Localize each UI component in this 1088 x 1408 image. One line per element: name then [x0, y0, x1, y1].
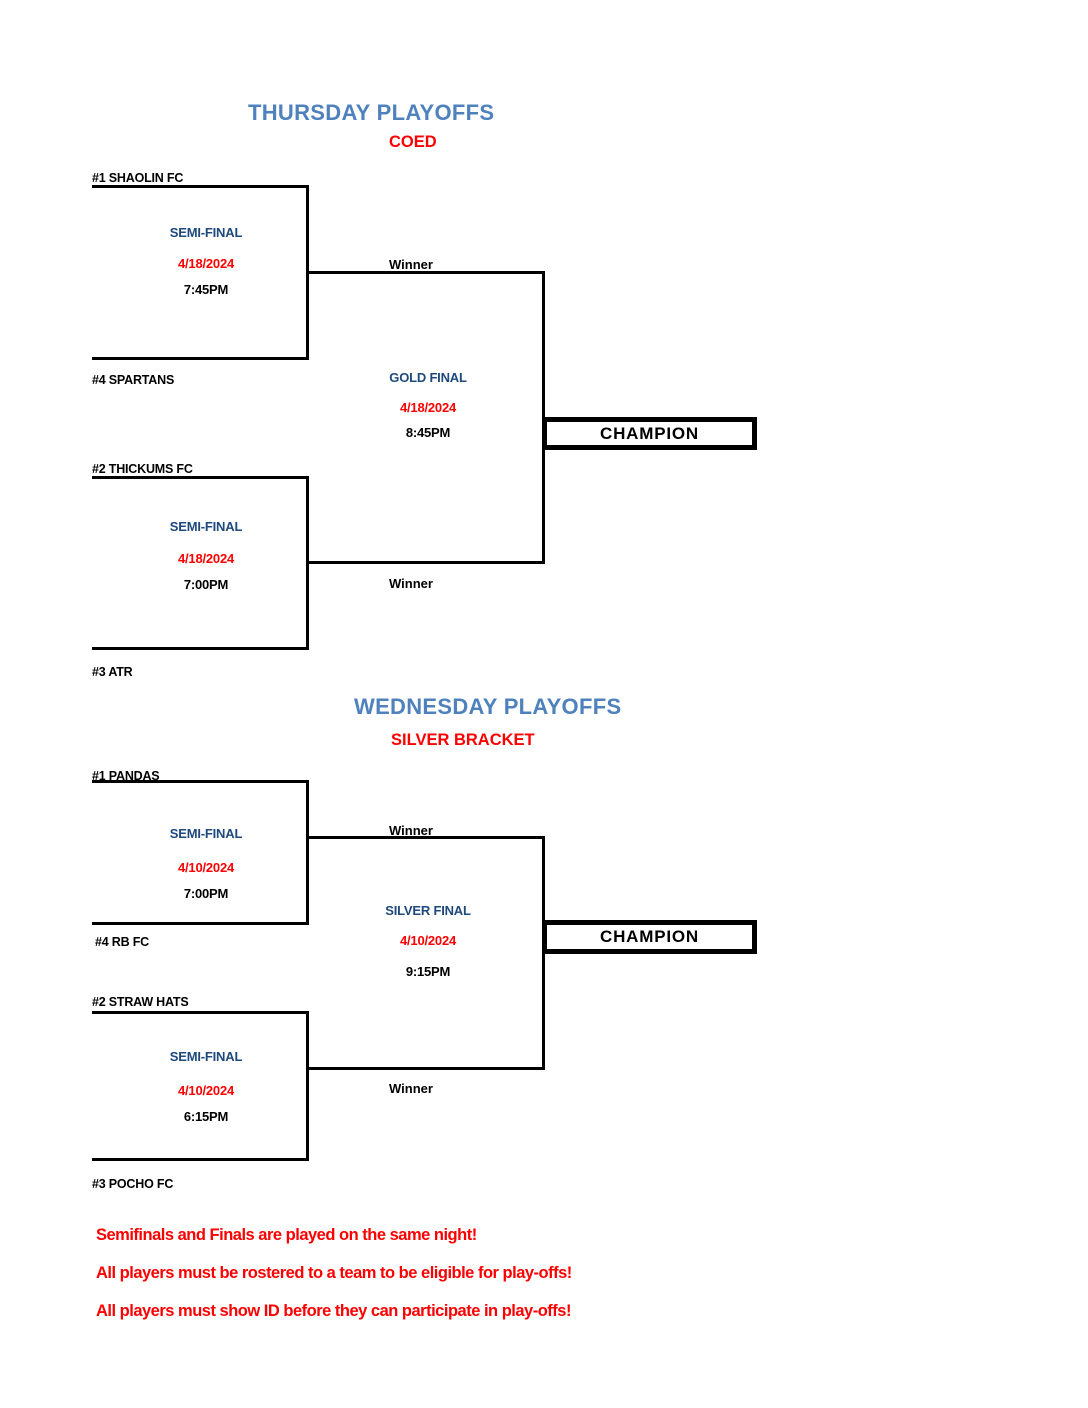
- winner-label: Winner: [389, 823, 433, 838]
- bracket-line: [306, 1067, 545, 1070]
- bracket-line: [92, 922, 309, 925]
- team-label-shaolin: #1 SHAOLIN FC: [92, 171, 184, 185]
- bracket-line: [92, 357, 309, 360]
- bracket-line: [92, 647, 309, 650]
- winner-label: Winner: [389, 257, 433, 272]
- final-date: 4/10/2024: [399, 933, 457, 948]
- team-label-thickums: #2 THICKUMS FC: [92, 462, 193, 476]
- final-time: 8:45PM: [405, 425, 451, 440]
- winner-label: Winner: [389, 576, 433, 591]
- footer-note-3: All players must show ID before they can…: [96, 1302, 571, 1320]
- thursday-division: COED: [389, 133, 437, 151]
- semifinal-time: 6:15PM: [183, 1109, 229, 1124]
- footer-note-1: Semifinals and Finals are played on the …: [96, 1226, 477, 1244]
- team-label-atr: #3 ATR: [92, 665, 133, 679]
- thursday-title: THURSDAY PLAYOFFS: [248, 100, 495, 125]
- semifinal-time: 7:45PM: [183, 282, 229, 297]
- bracket-line: [306, 780, 309, 925]
- champion-label: CHAMPION: [600, 927, 699, 946]
- wednesday-title: WEDNESDAY PLAYOFFS: [354, 694, 622, 719]
- bracket-line: [92, 476, 309, 479]
- final-label: SILVER FINAL: [385, 903, 471, 918]
- semifinal-date: 4/18/2024: [177, 551, 235, 566]
- bracket-line: [92, 1158, 309, 1161]
- bracket-line: [92, 780, 309, 783]
- champion-box: CHAMPION: [542, 920, 757, 954]
- semifinal-date: 4/18/2024: [177, 256, 235, 271]
- bracket-line: [92, 1011, 309, 1014]
- final-time: 9:15PM: [405, 964, 451, 979]
- team-label-pandas: #1 PANDAS: [92, 769, 160, 783]
- final-date: 4/18/2024: [399, 400, 457, 415]
- bracket-line: [92, 185, 309, 188]
- footer-note-2: All players must be rostered to a team t…: [96, 1264, 572, 1282]
- team-label-rbfc: #4 RB FC: [95, 935, 149, 949]
- bracket-line: [306, 1011, 309, 1161]
- team-label-strawhats: #2 STRAW HATS: [92, 995, 189, 1009]
- team-label-pocho: #3 POCHO FC: [92, 1177, 174, 1191]
- semifinal-time: 7:00PM: [183, 886, 229, 901]
- semifinal-label: SEMI-FINAL: [169, 826, 243, 841]
- semifinal-label: SEMI-FINAL: [169, 225, 243, 240]
- bracket-line: [306, 271, 545, 274]
- semifinal-date: 4/10/2024: [177, 860, 235, 875]
- semifinal-time: 7:00PM: [183, 577, 229, 592]
- bracket-line: [306, 836, 545, 839]
- winner-label: Winner: [389, 1081, 433, 1096]
- final-label: GOLD FINAL: [389, 370, 467, 385]
- bracket-line: [306, 561, 545, 564]
- wednesday-division: SILVER BRACKET: [391, 731, 535, 749]
- semifinal-label: SEMI-FINAL: [169, 519, 243, 534]
- champion-box: CHAMPION: [542, 417, 757, 450]
- semifinal-date: 4/10/2024: [177, 1083, 235, 1098]
- team-label-spartans: #4 SPARTANS: [92, 373, 175, 387]
- champion-label: CHAMPION: [600, 423, 699, 443]
- semifinal-label: SEMI-FINAL: [169, 1049, 243, 1064]
